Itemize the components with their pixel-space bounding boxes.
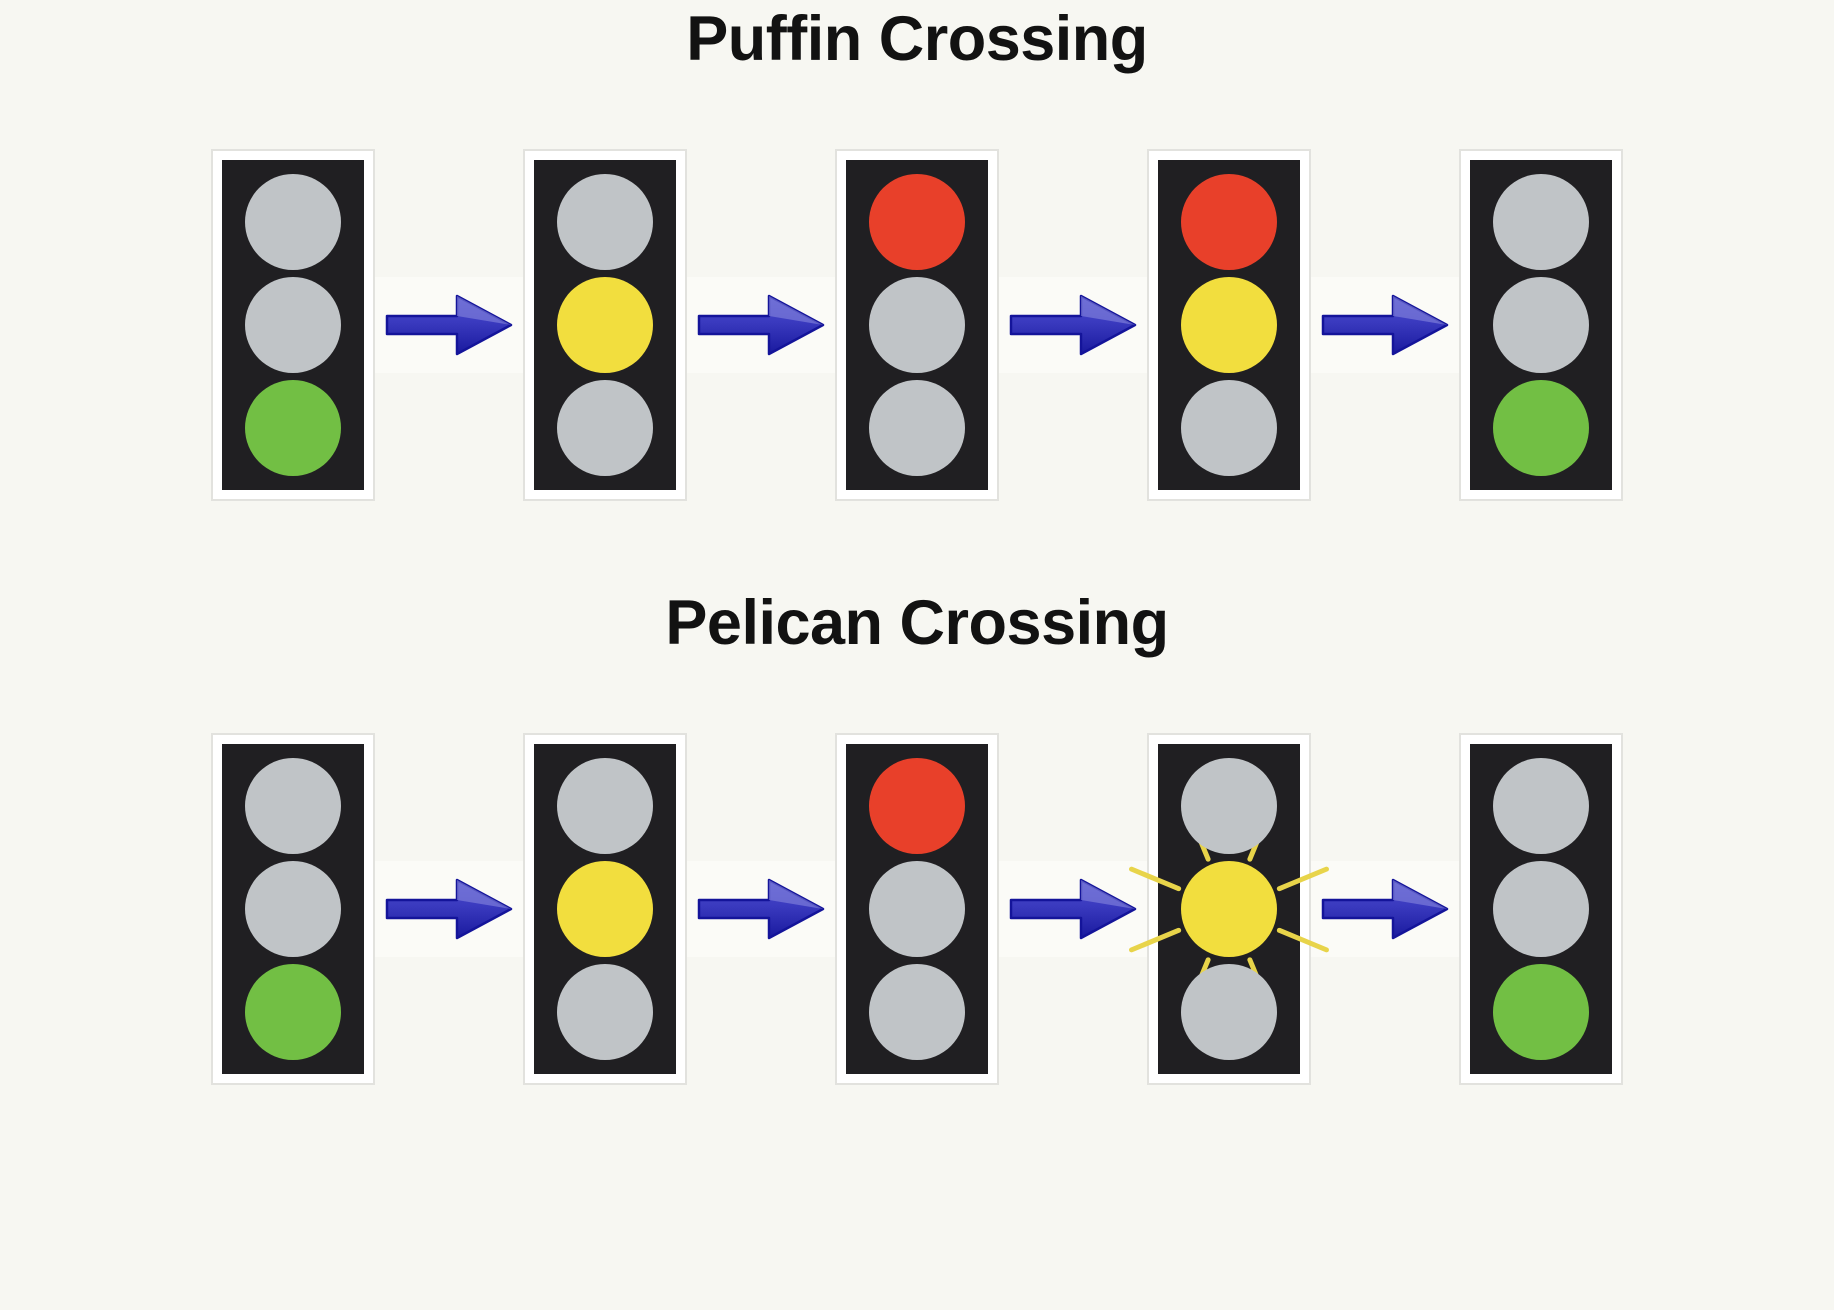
lamp-green-off (869, 964, 965, 1061)
puffin-crossing-title: Puffin Crossing (686, 4, 1148, 74)
pelican-crossing-title: Pelican Crossing (665, 588, 1169, 658)
next-state-arrow-2 (687, 861, 835, 957)
right-arrow-icon (697, 878, 825, 940)
lamp-red-off (245, 173, 341, 270)
lamp-red-off (245, 757, 341, 854)
puffin-sequence-row (0, 149, 1834, 501)
right-arrow-icon (1009, 878, 1137, 940)
next-state-arrow-4 (1311, 277, 1459, 373)
puffin-crossing-section: Puffin Crossing (0, 8, 1834, 501)
lamp-red-on (869, 757, 965, 854)
pelican-sequence-row (0, 733, 1834, 1085)
traffic-light-amber-stop (523, 733, 687, 1085)
right-arrow-icon (385, 878, 513, 940)
next-state-arrow-3 (999, 861, 1147, 957)
traffic-light-housing (846, 744, 988, 1074)
lamp-amber-off (1493, 860, 1589, 957)
lamp-green-off (557, 964, 653, 1061)
traffic-light-red-amber-get-ready (1147, 149, 1311, 501)
lamp-green-off (1181, 964, 1277, 1061)
lamp-amber-off (245, 276, 341, 373)
traffic-light-housing (222, 744, 364, 1074)
traffic-light-flashing-amber (1128, 733, 1330, 1085)
next-state-arrow-1 (375, 861, 523, 957)
right-arrow-icon (385, 294, 513, 356)
lamp-amber-off (869, 276, 965, 373)
lamp-green-on (1493, 964, 1589, 1061)
traffic-light-housing (222, 160, 364, 490)
traffic-light-housing (534, 160, 676, 490)
lamp-amber-on (1181, 860, 1277, 957)
traffic-light-amber-stop (523, 149, 687, 501)
right-arrow-icon (1009, 294, 1137, 356)
lamp-green-off (1181, 380, 1277, 477)
traffic-light-housing (1470, 160, 1612, 490)
traffic-light-green-go-again (1459, 149, 1623, 501)
lamp-red-off (557, 173, 653, 270)
lamp-red-off (557, 757, 653, 854)
traffic-light-green-go (211, 733, 375, 1085)
lamp-amber-off (245, 860, 341, 957)
traffic-light-housing (1128, 744, 1330, 1074)
right-arrow-icon (697, 294, 825, 356)
traffic-light-housing (846, 160, 988, 490)
traffic-light-housing (534, 744, 676, 1074)
lamp-red-on (1181, 173, 1277, 270)
right-arrow-icon (1321, 294, 1449, 356)
next-state-arrow-3 (999, 277, 1147, 373)
lamp-amber-on (1181, 276, 1277, 373)
traffic-light-red-stop (835, 733, 999, 1085)
lamp-green-off (869, 380, 965, 477)
next-state-arrow-1 (375, 277, 523, 373)
lamp-red-off (1493, 173, 1589, 270)
traffic-light-housing (1158, 160, 1300, 490)
right-arrow-icon (1321, 878, 1449, 940)
lamp-red-on (869, 173, 965, 270)
lamp-amber-off (869, 860, 965, 957)
lamp-green-on (245, 964, 341, 1061)
traffic-light-housing (1470, 744, 1612, 1074)
next-state-arrow-2 (687, 277, 835, 373)
traffic-light-green-go (211, 149, 375, 501)
lamp-amber-off (1493, 276, 1589, 373)
lamp-green-on (245, 380, 341, 477)
pelican-crossing-section: Pelican Crossing (0, 592, 1834, 1085)
lamp-green-on (1493, 380, 1589, 477)
lamp-red-off (1181, 757, 1277, 854)
lamp-amber-on (557, 860, 653, 957)
lamp-amber-on (557, 276, 653, 373)
next-state-arrow-4 (1311, 861, 1459, 957)
traffic-light-green-go-again (1459, 733, 1623, 1085)
traffic-light-red-stop (835, 149, 999, 501)
lamp-red-off (1493, 757, 1589, 854)
lamp-green-off (557, 380, 653, 477)
